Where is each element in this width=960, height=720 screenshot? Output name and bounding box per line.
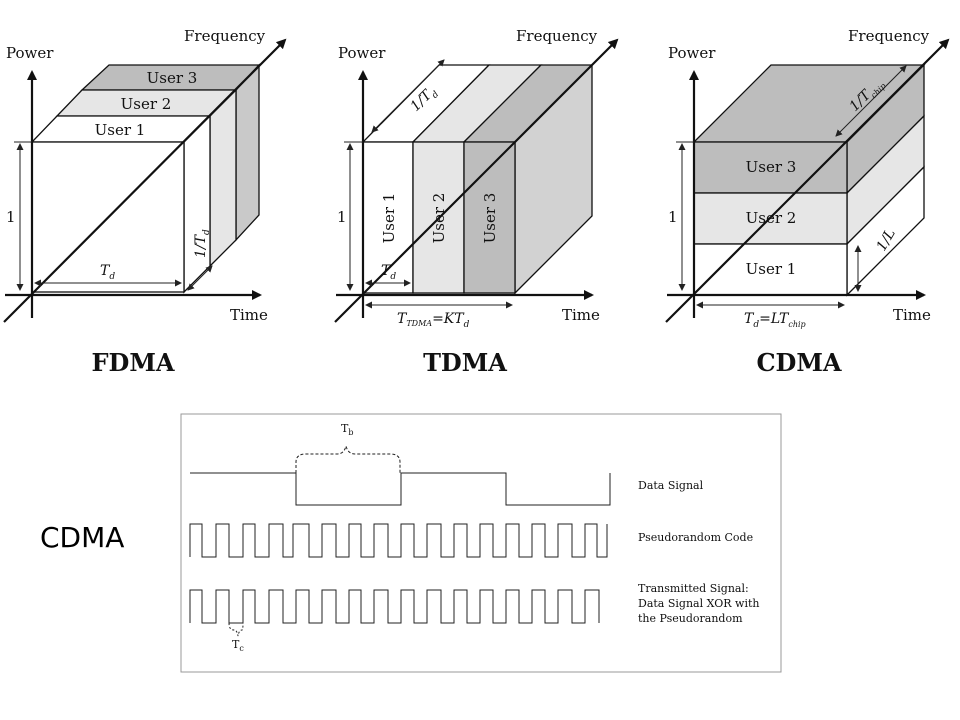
fdma-user2-side [209,88,237,268]
cdma-title: CDMA [756,348,841,377]
tdma-width-label: TTDMA=KTd [397,311,470,330]
tc-label: Tc [232,638,244,653]
cdma-frequency-label: Frequency [848,27,930,45]
fdma-power-label: Power [6,44,54,62]
fdma-frequency-label: Frequency [184,27,266,45]
tdma-diagram: User 1 User 2 User 3 Power Frequency Tim… [334,27,619,377]
fdma-user1-label: User 1 [95,121,146,139]
fdma-frequency-axis [3,38,287,323]
fdma-depth-dim [187,265,213,291]
fdma-title: FDMA [91,348,174,377]
tdma-time-label: Time [562,306,600,324]
tdma-frequency-axis [334,38,619,323]
cdma-power-label: Power [668,44,716,62]
signal-panel: Tb Tc Data Signal Pseudorandom Code Tran… [180,413,782,673]
tx-signal-label-1: Transmitted Signal: [638,582,749,595]
cdma-height-label: 1 [668,208,678,226]
tdma-user1-label: User 1 [380,193,398,244]
cdma-side-label: CDMA [40,521,124,554]
fdma-user3-label: User 3 [147,69,198,87]
data-signal-label: Data Signal [638,479,704,492]
tdma-user3-label: User 3 [481,193,499,244]
cdma-diagram: User 3 User 2 User 1 Power Frequency Tim… [665,27,950,377]
tc-brace [228,622,244,637]
fdma-time-label: Time [230,306,268,324]
tx-signal-label-2: Data Signal XOR with [638,597,759,610]
pn-code-label: Pseudorandom Code [638,531,753,544]
fdma-user2-label: User 2 [121,95,172,113]
tx-signal-label-3: the Pseudorandom [638,612,743,625]
cdma-user3-label: User 3 [746,158,797,176]
fdma-diagram: User 3 User 2 User 1 Power Frequency Tim… [3,27,287,377]
tdma-freq-dim [371,59,445,133]
fdma-user3-side [235,63,260,242]
cdma-freq-dim [835,65,907,137]
cdma-time-label: Time [893,306,931,324]
fdma-td-label: Td [100,263,115,282]
signal-panel-frame [180,413,782,673]
fdma-user1-side [183,114,211,294]
tb-label: Tb [341,422,353,437]
tdma-td-label: Td [381,263,396,282]
tdma-frequency-label: Frequency [516,27,598,45]
tdma-power-label: Power [338,44,386,62]
tx-signal-wave [189,589,600,624]
data-signal-wave [190,472,611,506]
tdma-title: TDMA [423,348,507,377]
cdma-user2-front [693,192,848,245]
fdma-freq-dim-label: 1/Td [193,229,212,258]
tb-brace [295,445,401,473]
tdma-height-label: 1 [337,208,347,226]
pn-code-wave [189,523,608,558]
fdma-height-label: 1 [6,208,16,226]
cdma-width-label: Td=LTchip [744,311,806,330]
cdma-user1-label: User 1 [746,260,797,278]
